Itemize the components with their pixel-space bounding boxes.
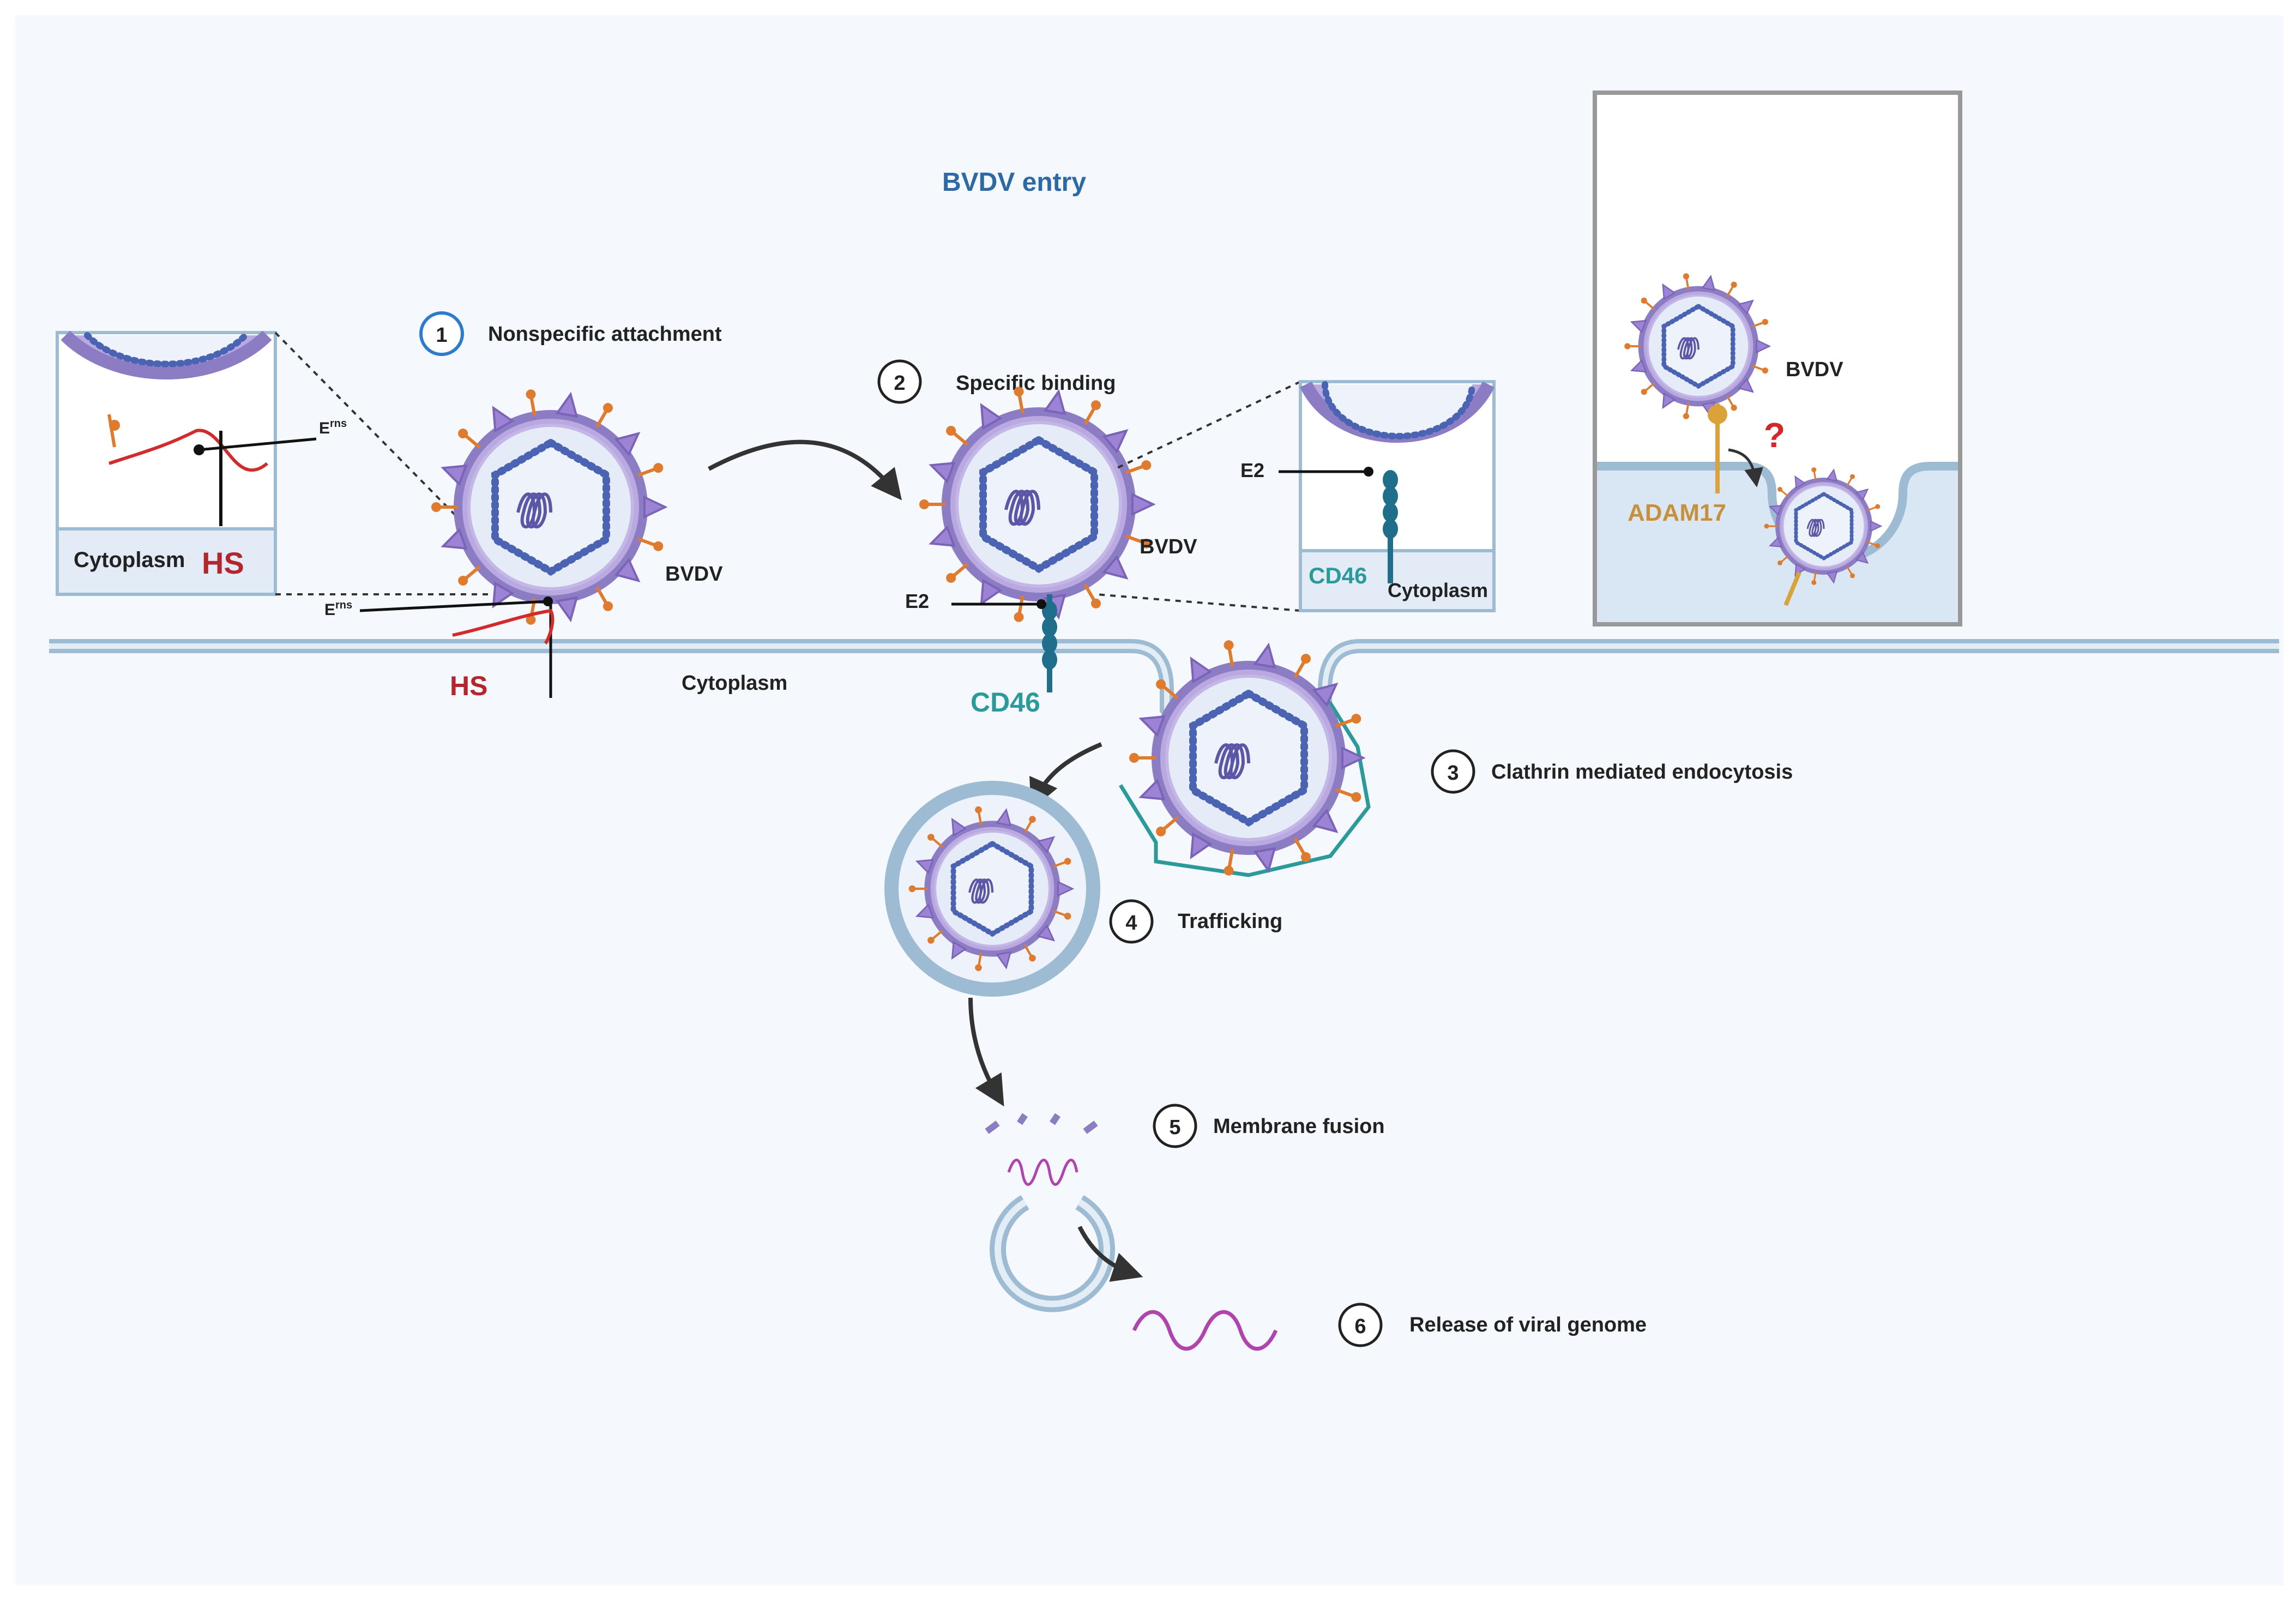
step-1: 1 Nonspecific attachment [419, 311, 722, 356]
adam17-label: ADAM17 [1628, 499, 1726, 526]
step-6-label: Release of viral genome [1409, 1313, 1647, 1336]
inset2-connector-bottom [1095, 593, 1301, 612]
step-4: 4 Trafficking [1109, 899, 1282, 944]
arrow-5-to-6 [1077, 1226, 1143, 1282]
cd46-label-main: CD46 [971, 687, 1040, 718]
virus-label-step1: BVDV [665, 563, 723, 586]
question-mark: ? [1764, 415, 1785, 455]
diagram-title: BVDV entry [942, 168, 1086, 197]
inset1-hs-label: HS [202, 546, 244, 580]
step-2: 2 Specific binding [877, 359, 1116, 404]
inset2-connector-top [1114, 381, 1301, 470]
inset-hs-attachment: Cytoplasm HS Erns [56, 330, 347, 596]
adam17-panel: BVDV ? ADAM17 [1593, 91, 1962, 626]
inset-cd46-binding: E2 CD46 Cytoplasm [1240, 380, 1496, 612]
clathrin-coat [1119, 693, 1371, 877]
arrow-3-to-4 [1029, 742, 1102, 810]
step-6-number-circle [1338, 1303, 1383, 1347]
inset2-cd46-label: CD46 [1309, 563, 1367, 588]
step-6-number: 6 [1354, 1315, 1366, 1338]
step-3-number: 3 [1447, 762, 1459, 785]
step-2-number: 2 [894, 372, 905, 395]
endosome [884, 781, 1100, 997]
step-4-number-circle [1109, 899, 1154, 944]
inset1-connector-top [274, 332, 465, 525]
step-2-number-circle [877, 359, 922, 404]
viral-genome [1132, 1310, 1278, 1351]
step-2-label: Specific binding [956, 372, 1116, 395]
step-5-label: Membrane fusion [1213, 1115, 1385, 1138]
hs-label-main: HS [450, 671, 487, 701]
inset1-cytoplasm-label: Cytoplasm [74, 548, 185, 572]
arrow-1-to-2 [708, 439, 902, 501]
step-6: 6 Release of viral genome [1338, 1303, 1647, 1347]
cd46-receptor: E2 CD46 [905, 590, 1057, 718]
step-1-label: Nonspecific attachment [488, 323, 722, 346]
step-4-label: Trafficking [1178, 910, 1282, 933]
step-5: 5 Membrane fusion [1153, 1104, 1385, 1148]
adam17-virus-label: BVDV [1786, 358, 1843, 381]
step-5-number: 5 [1169, 1116, 1180, 1139]
step-3-number-circle [1431, 749, 1475, 794]
inset2-e2-label: E2 [1240, 459, 1264, 481]
e2-label-main: E2 [905, 590, 929, 612]
erns-label-main: Erns [324, 599, 352, 619]
membrane-fusion-vesicle [985, 1113, 1115, 1312]
cytoplasm-label-main: Cytoplasm [682, 672, 787, 695]
inset2-cytoplasm-label: Cytoplasm [1388, 579, 1488, 601]
step-1-number-circle [419, 311, 464, 356]
step-4-number: 4 [1125, 912, 1137, 935]
step-3-label: Clathrin mediated endocytosis [1491, 761, 1793, 784]
arrow-4-to-5 [968, 997, 1004, 1107]
step-3: 3 Clathrin mediated endocytosis [1431, 749, 1793, 794]
virus-label-step2: BVDV [1140, 535, 1197, 558]
inset1-erns-label: Erns [319, 418, 347, 437]
step-5-number-circle [1153, 1104, 1197, 1148]
step-1-number: 1 [436, 324, 447, 347]
hs-receptor: Erns HS [324, 596, 555, 701]
